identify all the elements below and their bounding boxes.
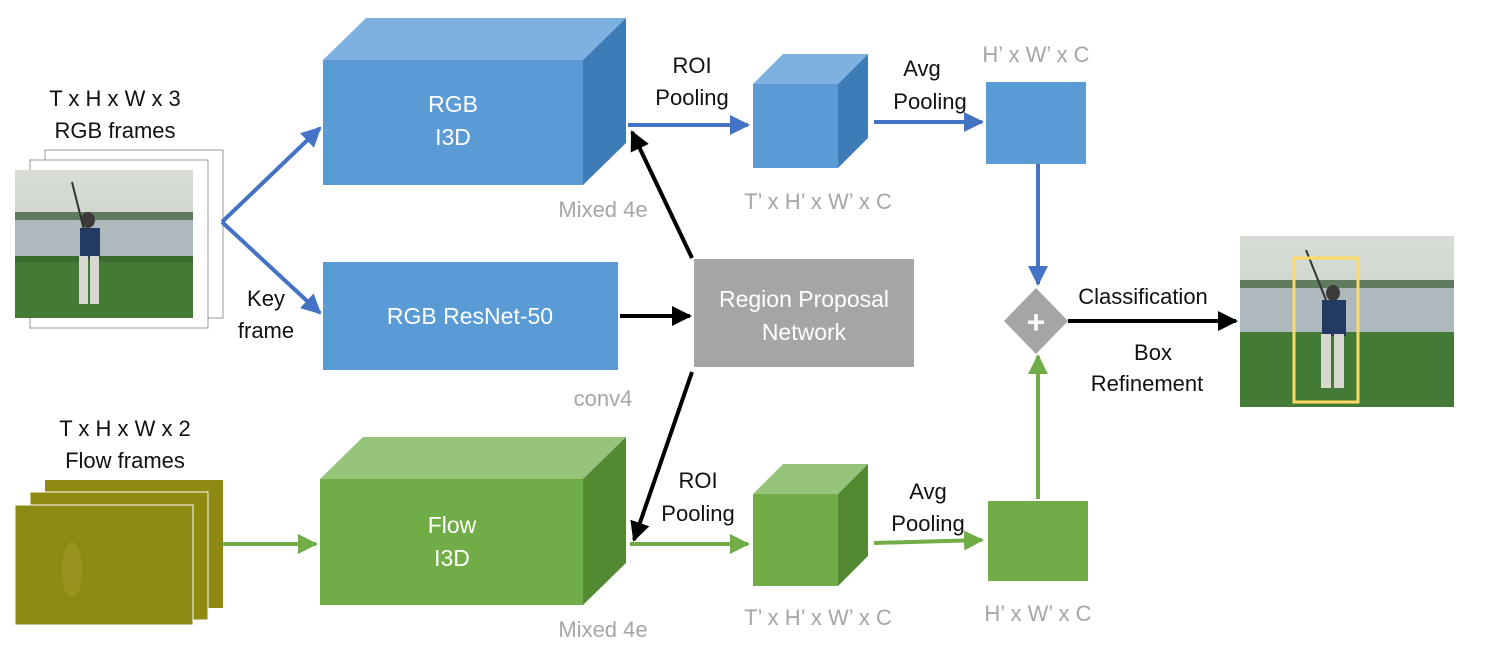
arrow-keyframe-to-resnet: [220, 220, 322, 315]
avg-pooling-top-line1: Avg: [903, 56, 941, 81]
rgb-i3d-feature-label: Mixed 4e: [558, 197, 647, 222]
roi-feature-cube-top: [753, 54, 868, 168]
roi-pooling-top-line2: Pooling: [655, 85, 728, 110]
flow-input-name: Flow frames: [65, 448, 185, 473]
rgb-frames-stack: [15, 149, 224, 329]
flow-i3d-block: Flow I3D: [320, 437, 626, 605]
arrow-rpn-to-roi-top: [630, 130, 694, 259]
roi-dims-top: T’ x H’ x W’ x C: [744, 189, 892, 214]
output-frame-photo: [1240, 236, 1454, 407]
avg-pooling-bottom-line1: Avg: [909, 479, 947, 504]
rgb-resnet-label: RGB ResNet-50: [387, 303, 553, 329]
flow-frame-image: [14, 504, 194, 626]
roi-pooling-top-line1: ROI: [672, 53, 711, 78]
flow-i3d-feature-label: Mixed 4e: [558, 617, 647, 642]
classification-label: Classification: [1078, 284, 1208, 309]
avg-pooling-bottom-line2: Pooling: [891, 511, 964, 536]
key-frame-label-line2: frame: [238, 318, 294, 343]
box-refinement-label-line1: Box: [1134, 340, 1172, 365]
avg-feature-square-bottom: [988, 501, 1088, 581]
flow-input-dims: T x H x W x 2: [59, 416, 191, 441]
arrow-avg-pooling-bottom: [873, 530, 984, 551]
rpn-block: Region Proposal Network: [694, 259, 914, 367]
roi-dims-bottom: T’ x H’ x W’ x C: [744, 605, 892, 630]
fusion-node: +: [1004, 288, 1068, 354]
roi-feature-cube-bottom: [753, 464, 868, 586]
avg-dims-top: H’ x W’ x C: [982, 42, 1089, 67]
box-refinement-label-line2: Refinement: [1091, 371, 1204, 396]
flow-input-label: T x H x W x 2 Flow frames: [59, 416, 191, 473]
flow-i3d-label-line2: I3D: [434, 545, 470, 571]
rgb-i3d-label-line1: RGB: [428, 91, 478, 117]
rgb-input-label: T x H x W x 3 RGB frames: [49, 86, 181, 143]
rgb-i3d-block: RGB I3D: [323, 18, 626, 185]
plus-icon: +: [1027, 304, 1046, 340]
flow-i3d-label-line1: Flow: [428, 512, 477, 538]
avg-pooling-top-line2: Pooling: [893, 89, 966, 114]
rpn-label-line1: Region Proposal: [719, 286, 889, 312]
resnet-feature-label: conv4: [574, 386, 633, 411]
detection-bounding-box: [1292, 256, 1360, 404]
flow-frames-stack: [14, 480, 223, 626]
key-frame-label-line1: Key: [247, 286, 285, 311]
rgb-input-name: RGB frames: [54, 118, 175, 143]
rgb-i3d-label-line2: I3D: [435, 124, 471, 150]
avg-feature-square-top: [986, 82, 1086, 164]
avg-dims-bottom: H’ x W’ x C: [984, 601, 1091, 626]
rgb-frame-photo: [15, 170, 193, 318]
arrow-rpn-to-roi-bottom: [630, 371, 694, 542]
roi-pooling-bottom-line2: Pooling: [661, 501, 734, 526]
roi-pooling-bottom-line1: ROI: [678, 468, 717, 493]
arrow-rgb-to-i3d: [220, 126, 322, 224]
rgb-resnet-block: RGB ResNet-50: [323, 262, 618, 370]
rpn-label-line2: Network: [762, 319, 847, 345]
rgb-input-dims: T x H x W x 3: [49, 86, 181, 111]
